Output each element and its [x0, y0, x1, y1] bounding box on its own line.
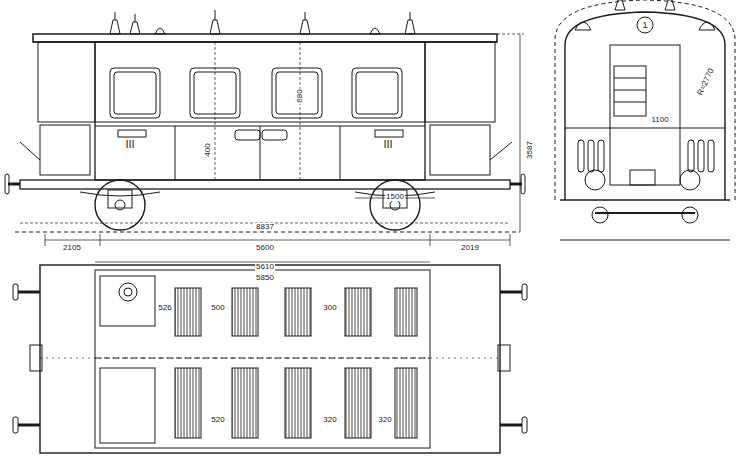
dimension-label: 680 [296, 88, 304, 103]
side-elevation [5, 10, 525, 246]
dimension-label: 5600 [255, 244, 275, 252]
dimension-label: R=2770 [696, 67, 716, 98]
windows [110, 68, 402, 118]
louvres [578, 140, 714, 172]
wheels [80, 180, 435, 230]
dimension-label: 1100 [650, 116, 669, 124]
dimension-label: 5610 [255, 263, 275, 271]
class-mark: III [382, 139, 393, 150]
dimension-label: 2019 [460, 244, 480, 252]
roof-lamps [110, 10, 415, 34]
dimension-label: 320 [322, 416, 337, 424]
plan-buffers [13, 284, 527, 433]
end-view [555, 0, 735, 240]
class-mark: III [124, 139, 135, 150]
buffers [5, 174, 525, 194]
benches [175, 288, 417, 438]
dimension-label: 300 [322, 304, 337, 312]
dimension-label: 3587 [526, 140, 534, 160]
dimension-label: 320 [377, 416, 392, 424]
dimension-lines [20, 34, 524, 246]
dimension-label: 5850 [255, 274, 275, 282]
dimension-label: 1500 [385, 193, 405, 201]
dimension-label: 2105 [62, 244, 82, 252]
plan-view [13, 262, 527, 453]
dimension-label: 520 [210, 416, 225, 424]
dimension-label: 526 [157, 304, 172, 312]
emblem-number: 1 [641, 21, 648, 30]
dimension-label: 500 [210, 304, 225, 312]
dimension-label: 400 [204, 142, 212, 157]
dimension-label: 8837 [255, 223, 275, 231]
